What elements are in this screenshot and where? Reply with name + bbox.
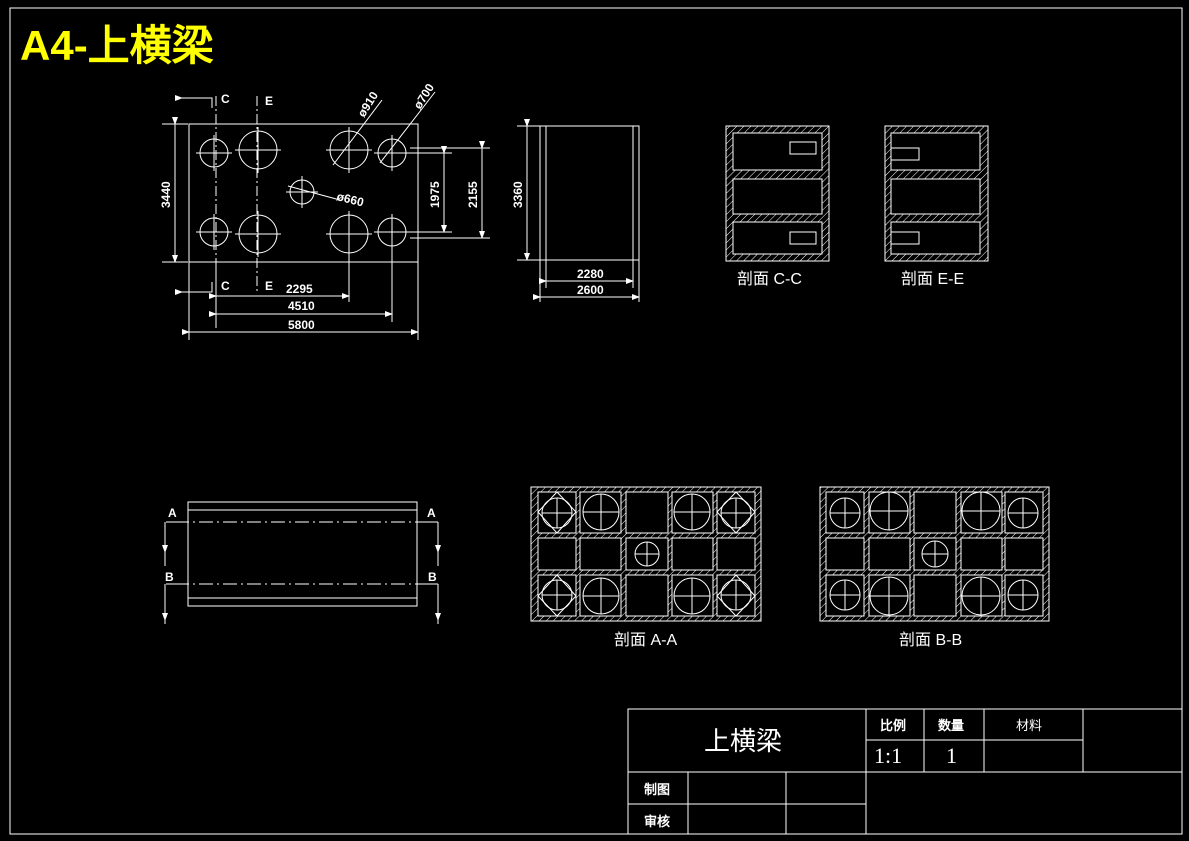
dim-height-1975: 1975: [428, 181, 442, 208]
scale-value: 1:1: [874, 743, 902, 768]
dim-width-2600: 2600: [577, 283, 604, 297]
section-marker-a-left: A: [168, 506, 177, 520]
dim-width-2280: 2280: [577, 267, 604, 281]
sheet-border: [9, 7, 1183, 835]
quantity-value: 1: [946, 743, 957, 768]
section-marker-c-top: C: [221, 92, 230, 106]
plan-dim-texts: ø910 ø700 ø660 3440 1975 2155 2295 4510 …: [159, 81, 480, 332]
section-bb-view: [819, 486, 1050, 622]
plan-holes: [196, 127, 410, 257]
section-bb-caption: 剖面 B-B: [899, 631, 962, 649]
scale-label: 比例: [880, 718, 906, 733]
dim-width-4510: 4510: [288, 299, 315, 313]
dim-diameter-910: ø910: [355, 89, 382, 120]
side-dim-texts: 3360 2280 2600: [511, 181, 604, 297]
drawing-title: A4-上横梁: [20, 22, 214, 69]
drawn-by-label: 制图: [644, 782, 670, 797]
section-cc-caption: 剖面 C-C: [737, 270, 802, 288]
section-ee-view: [884, 125, 989, 262]
title-block: [627, 708, 1183, 835]
section-marker-b-right: B: [428, 570, 437, 584]
section-marker-e-bottom: E: [265, 279, 273, 293]
checked-by-label: 审核: [644, 814, 670, 829]
material-label: 材料: [1016, 718, 1042, 733]
section-marker-e-top: E: [265, 94, 273, 108]
section-marker-a-right: A: [427, 506, 436, 520]
section-ee-caption: 剖面 E-E: [901, 270, 964, 288]
quantity-label: 数量: [938, 718, 964, 733]
section-cc-view: [725, 125, 830, 262]
dim-width-2295: 2295: [286, 282, 313, 296]
dim-height-3360: 3360: [511, 181, 525, 208]
section-aa-view: [530, 486, 762, 622]
dim-diameter-660: ø660: [335, 189, 365, 209]
side-view: [517, 119, 640, 302]
section-marker-b-left: B: [165, 570, 174, 584]
dim-width-5800: 5800: [288, 318, 315, 332]
part-name: 上横梁: [704, 726, 782, 756]
plan-view: [162, 91, 490, 340]
section-marker-c-bottom: C: [221, 279, 230, 293]
section-aa-caption: 剖面 A-A: [614, 631, 677, 649]
title-block-texts: 上横梁 比例 1:1 数量 1 材料 制图 审核: [644, 718, 1042, 829]
dim-height-2155: 2155: [466, 181, 480, 208]
dim-height-3440: 3440: [159, 181, 173, 208]
front-view: [162, 501, 441, 624]
dim-diameter-700: ø700: [411, 81, 438, 112]
front-markers: A B A B: [165, 506, 437, 584]
plan-outline: [188, 123, 419, 263]
